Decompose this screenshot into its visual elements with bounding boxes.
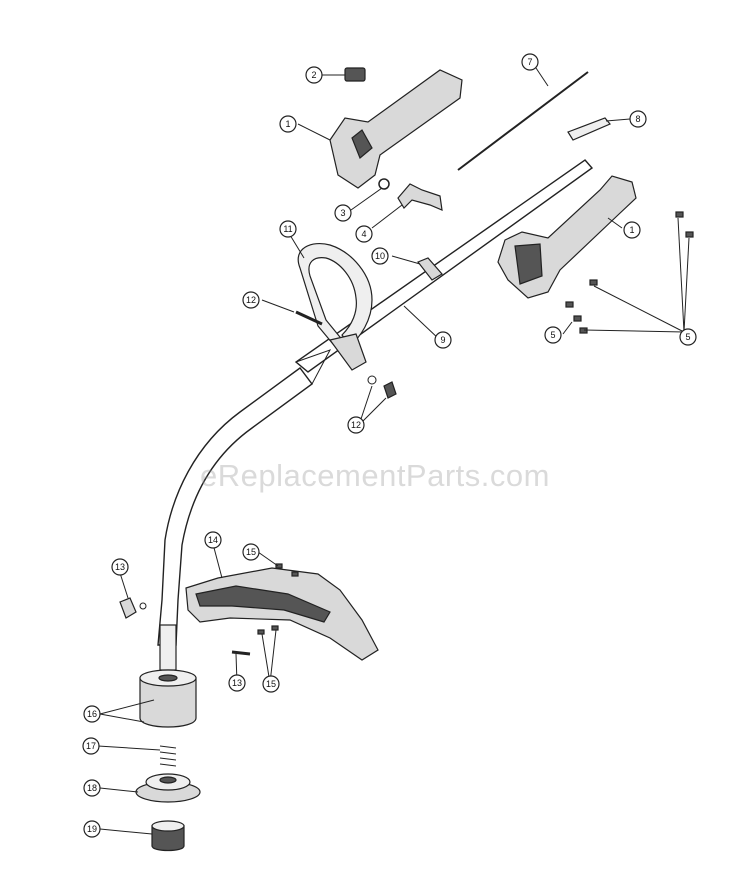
handle-half-left <box>329 69 463 189</box>
bolt-upper <box>295 310 323 326</box>
handle-half-right <box>497 175 637 299</box>
watermark-text: eReplacementParts.com <box>200 458 550 493</box>
callout-label: 5 <box>685 332 690 342</box>
callout-label: 1 <box>285 119 290 129</box>
callout-4: 4 <box>355 225 373 243</box>
spool-housing <box>139 677 197 728</box>
shaft-tip <box>159 624 177 671</box>
callout-13a: 13 <box>111 558 129 576</box>
callout-1b: 1 <box>623 221 641 239</box>
callout-12b: 12 <box>347 416 365 434</box>
callout-11: 11 <box>279 220 297 238</box>
callout-label: 16 <box>87 709 97 719</box>
callout-label: 5 <box>550 330 555 340</box>
callout-label: 13 <box>232 678 242 688</box>
callout-9: 9 <box>434 331 452 349</box>
spool-part-hub <box>159 776 177 784</box>
callout-label: 14 <box>208 535 218 545</box>
callout-17: 17 <box>82 737 100 755</box>
callout-label: 17 <box>86 741 96 751</box>
callout-label: 2 <box>311 70 316 80</box>
callout-label: 18 <box>87 783 97 793</box>
callout-5a: 5 <box>544 326 562 344</box>
handle-half-left-detail <box>351 129 373 159</box>
callout-label: 12 <box>246 295 256 305</box>
callout-15b: 15 <box>262 675 280 693</box>
callout-7: 7 <box>521 53 539 71</box>
callout-label: 12 <box>351 420 361 430</box>
callout-5b: 5 <box>679 328 697 346</box>
callout-label: 4 <box>361 229 366 239</box>
callout-label: 13 <box>115 562 125 572</box>
spool-housing-hub <box>158 674 178 682</box>
guard-part <box>185 567 379 661</box>
switch-part <box>344 67 366 82</box>
handle-clamp <box>328 333 367 371</box>
leader-lines <box>97 67 690 835</box>
callout-label: 11 <box>283 224 292 234</box>
callout-19: 19 <box>83 820 101 838</box>
callout-label: 15 <box>266 679 276 689</box>
wing-nut <box>383 381 397 399</box>
shaft-break <box>295 349 332 385</box>
callout-3: 3 <box>334 204 352 222</box>
shaft-clip <box>417 257 443 281</box>
callout-15a: 15 <box>242 543 260 561</box>
guard-top-detail <box>195 585 331 623</box>
spring-part <box>378 178 390 190</box>
washer-part <box>367 375 377 385</box>
callout-8: 8 <box>629 110 647 128</box>
callout-label: 8 <box>635 114 640 124</box>
bump-knob <box>151 825 185 852</box>
callout-12a: 12 <box>242 291 260 309</box>
callout-16: 16 <box>83 705 101 723</box>
screws-group-15 <box>257 563 299 635</box>
callout-18: 18 <box>83 779 101 797</box>
callout-13b: 13 <box>228 674 246 692</box>
callout-10: 10 <box>371 247 389 265</box>
callout-label: 19 <box>87 824 97 834</box>
inner-shaft <box>567 117 611 141</box>
callout-label: 7 <box>527 57 532 67</box>
shaft-upper <box>294 159 594 373</box>
callout-label: 1 <box>629 225 634 235</box>
guard-bracket <box>119 597 137 619</box>
bracket-washer <box>139 602 147 610</box>
callout-1a: 1 <box>279 115 297 133</box>
callout-label: 10 <box>375 251 385 261</box>
bump-knob-top <box>151 820 185 832</box>
spool-spring <box>159 745 177 767</box>
handle-half-right-detail <box>514 243 543 285</box>
assist-handle <box>297 243 373 351</box>
callout-label: 3 <box>340 208 345 218</box>
callout-14: 14 <box>204 531 222 549</box>
callout-label: 15 <box>246 547 256 557</box>
throttle-lever <box>397 183 443 211</box>
drive-cable <box>457 71 589 171</box>
screws-group-5 <box>565 211 694 334</box>
guard-bolt <box>231 650 251 656</box>
callout-2: 2 <box>305 66 323 84</box>
callout-label: 9 <box>440 335 445 345</box>
